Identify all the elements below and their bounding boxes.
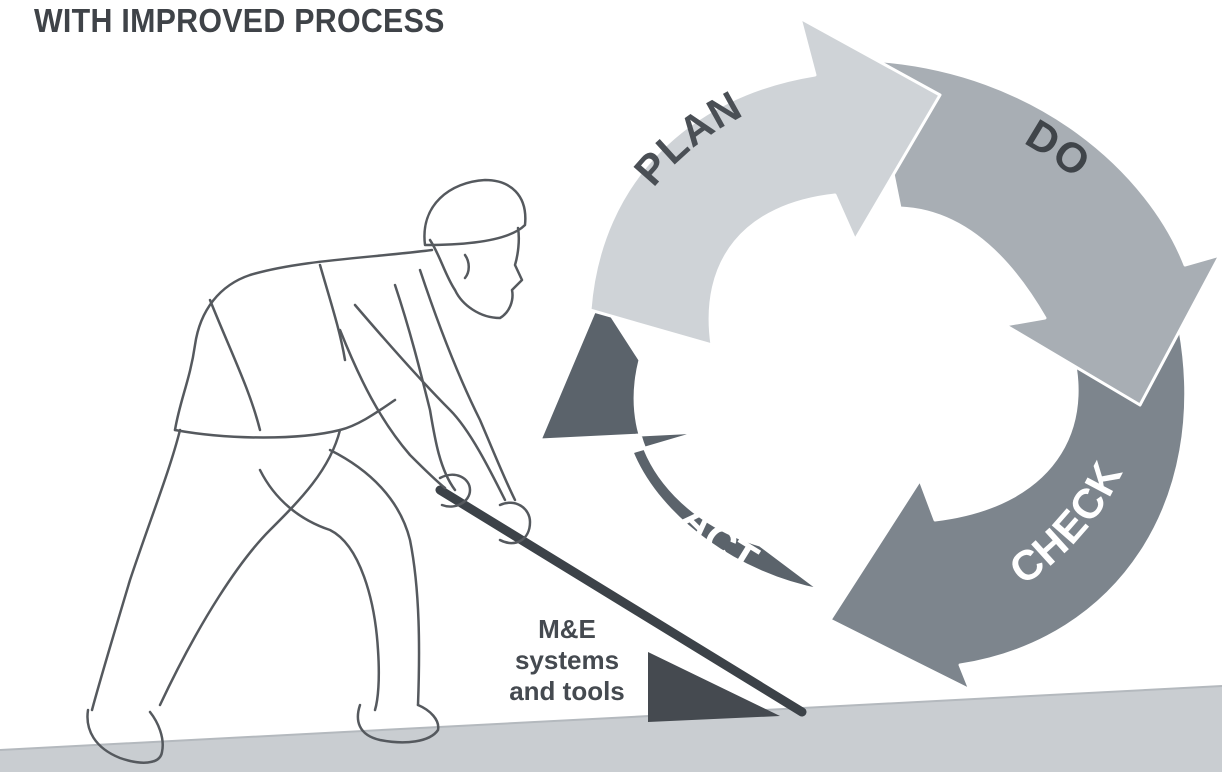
fulcrum-label: M&E systems and tools [492, 614, 642, 707]
ground-edge [0, 685, 1222, 751]
lever-bar [435, 485, 807, 717]
fulcrum-label-line: systems [514, 645, 620, 675]
plan-segment [588, 16, 942, 347]
fulcrum-label-line: and tools [509, 676, 625, 706]
pdca-cycle [538, 16, 1222, 692]
page-title: WITH IMPROVED PROCESS [34, 2, 445, 39]
act-segment [538, 296, 822, 592]
check-segment [828, 328, 1188, 692]
do-segment [868, 58, 1222, 407]
person-illustration [86, 178, 532, 764]
fulcrum-wedge [648, 652, 780, 722]
ground-slope [0, 686, 1222, 772]
fulcrum-label-line: M&E [538, 614, 596, 644]
